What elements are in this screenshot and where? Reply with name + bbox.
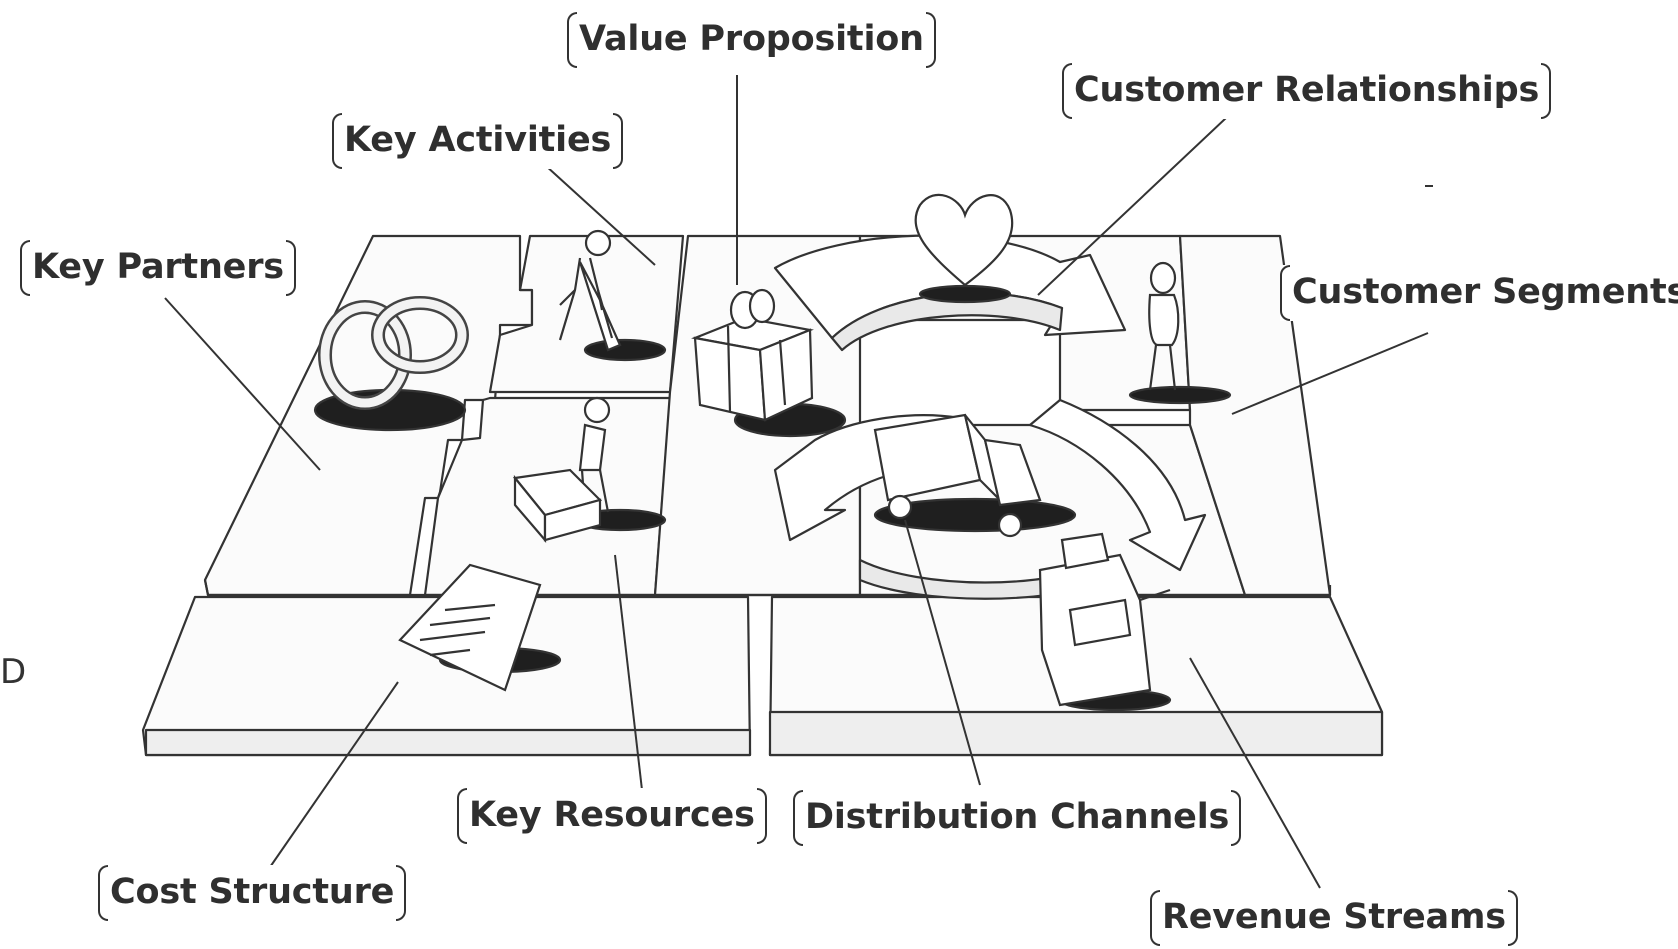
label-value-proposition: Value Proposition xyxy=(567,12,936,68)
label-customer-segments: Customer Segments xyxy=(1280,265,1678,321)
worker-with-machine-icon xyxy=(512,396,667,543)
label-distribution-channels: Distribution Channels xyxy=(793,790,1242,846)
rings-icon xyxy=(313,296,469,432)
label-cost-structure: Cost Structure xyxy=(98,865,407,921)
edge-fragment-text: D xyxy=(0,652,27,692)
label-customer-relationships: Customer Relationships xyxy=(1062,63,1552,119)
label-key-partners: Key Partners xyxy=(20,240,296,296)
delivery-truck-icon xyxy=(873,413,1077,538)
gift-box-icon xyxy=(691,288,847,438)
digging-person-icon xyxy=(558,229,667,362)
channel-arrow xyxy=(1028,398,1207,572)
heart-icon xyxy=(914,193,1014,304)
label-key-activities: Key Activities xyxy=(332,113,624,169)
cash-register-icon xyxy=(1038,532,1172,712)
document-icon xyxy=(398,563,562,692)
label-key-resources: Key Resources xyxy=(457,788,767,844)
label-revenue-streams: Revenue Streams xyxy=(1150,890,1518,946)
standing-person-icon xyxy=(1128,261,1232,405)
